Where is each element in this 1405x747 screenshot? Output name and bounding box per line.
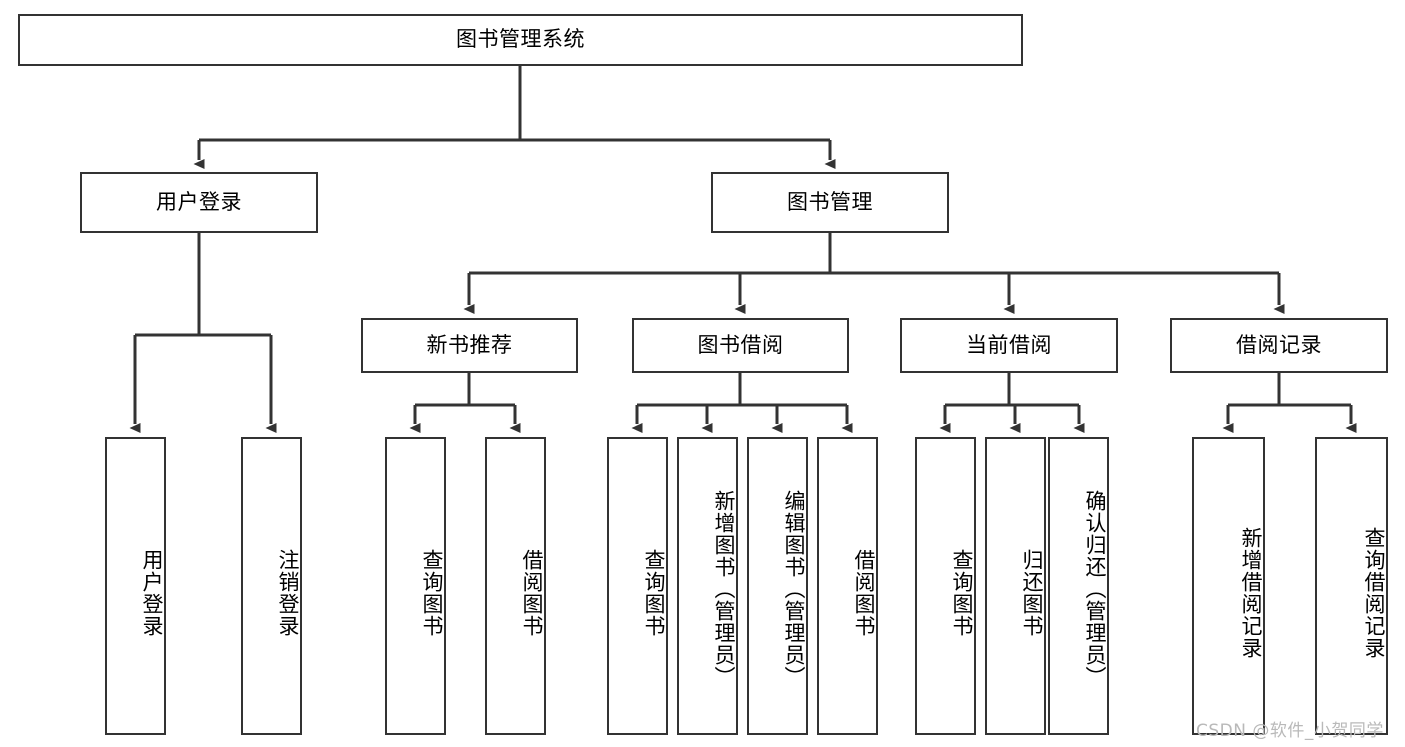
node-borrow-record[interactable]: 借阅记录 xyxy=(1170,318,1388,373)
leaf-user-login-logout[interactable]: 注销登录 xyxy=(241,437,302,735)
leaf-current-query-book[interactable]: 查询图书 xyxy=(915,437,976,735)
node-current-borrow[interactable]: 当前借阅 xyxy=(900,318,1118,373)
leaf-new-book-query[interactable]: 查询图书 xyxy=(385,437,446,735)
node-book-management[interactable]: 图书管理 xyxy=(711,172,949,233)
leaf-record-add-record[interactable]: 新增借阅记录 xyxy=(1192,437,1265,735)
leaf-current-confirm-return-admin[interactable]: 确认归还（管理员） xyxy=(1048,437,1109,735)
csdn-watermark: CSDN @软件_小贺同学 xyxy=(1196,721,1384,741)
node-root-system[interactable]: 图书管理系统 xyxy=(18,14,1023,66)
node-user-login[interactable]: 用户登录 xyxy=(80,172,318,233)
leaf-current-return-book[interactable]: 归还图书 xyxy=(985,437,1046,735)
leaf-borrow-add-book-admin[interactable]: 新增图书（管理员） xyxy=(677,437,738,735)
leaf-record-query-record[interactable]: 查询借阅记录 xyxy=(1315,437,1388,735)
node-new-book-recommend[interactable]: 新书推荐 xyxy=(361,318,578,373)
leaf-user-login-login[interactable]: 用户登录 xyxy=(105,437,166,735)
node-book-borrow[interactable]: 图书借阅 xyxy=(632,318,849,373)
leaf-borrow-query-book[interactable]: 查询图书 xyxy=(607,437,668,735)
leaf-borrow-edit-book-admin[interactable]: 编辑图书（管理员） xyxy=(747,437,808,735)
leaf-new-book-borrow[interactable]: 借阅图书 xyxy=(485,437,546,735)
leaf-borrow-borrow-book[interactable]: 借阅图书 xyxy=(817,437,878,735)
